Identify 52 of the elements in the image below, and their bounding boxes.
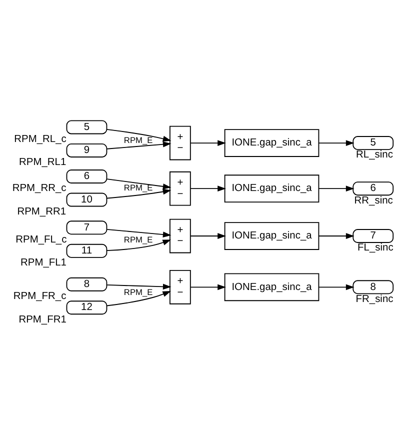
node-label: RPM_FR1 [18, 314, 66, 325]
node-box: 5 [66, 120, 108, 134]
node-box: 12 [66, 300, 108, 314]
edge-label: RPM_E [124, 182, 153, 192]
edge-label: RPM_E [124, 286, 153, 296]
edge-label: RPM_E [124, 134, 153, 145]
arrow [106, 178, 172, 189]
node-label: RPM_FR_c [13, 290, 66, 302]
node-box: + − [170, 125, 191, 160]
arrow [318, 140, 354, 146]
node-label: FR_sinc [356, 293, 394, 304]
node-box: IONE.gap_sinc_a [224, 174, 320, 202]
arrow [106, 188, 172, 198]
node-label: FL_sinc [358, 242, 394, 254]
node-box: 10 [66, 192, 108, 206]
arrow [106, 140, 172, 149]
node-label: RPM_RR_c [12, 182, 66, 194]
arrow [190, 185, 226, 192]
node-box: IONE.gap_sinc_a [224, 222, 320, 250]
node-box: 7 [352, 228, 394, 242]
arrow [318, 232, 354, 238]
arrow [318, 185, 354, 192]
node-label: RPM_RL_c [14, 133, 66, 144]
node-label: RL_sinc [356, 149, 393, 160]
arrow [106, 239, 172, 251]
node-label: RR_sinc [354, 194, 393, 206]
node-box: + − [170, 218, 191, 253]
arrow [190, 284, 226, 290]
arrow [106, 128, 172, 142]
node-box: 7 [66, 220, 108, 234]
node-label: RPM_RR1 [17, 206, 66, 217]
node-box: 6 [352, 181, 394, 196]
arrow [106, 283, 172, 290]
node-box: 11 [66, 243, 108, 258]
node-box: 8 [352, 280, 394, 294]
arrow [106, 290, 172, 306]
node-box: 8 [66, 276, 108, 291]
node-label: RPM_RL1 [19, 156, 66, 168]
node-box: 9 [66, 143, 108, 157]
node-box: IONE.gap_sinc_a [224, 128, 320, 156]
arrow [318, 284, 354, 290]
node-box: 6 [66, 169, 108, 183]
node-label: RPM_FL_c [16, 234, 67, 245]
node-box: 5 [352, 136, 394, 150]
node-box: IONE.gap_sinc_a [224, 272, 320, 301]
node-box: + − [170, 170, 191, 206]
edge-label: RPM_E [124, 234, 153, 244]
node-box: + − [170, 269, 191, 304]
arrow [106, 228, 172, 237]
node-label: RPM_FL1 [20, 257, 66, 268]
arrow [190, 140, 226, 146]
arrow [190, 232, 226, 238]
